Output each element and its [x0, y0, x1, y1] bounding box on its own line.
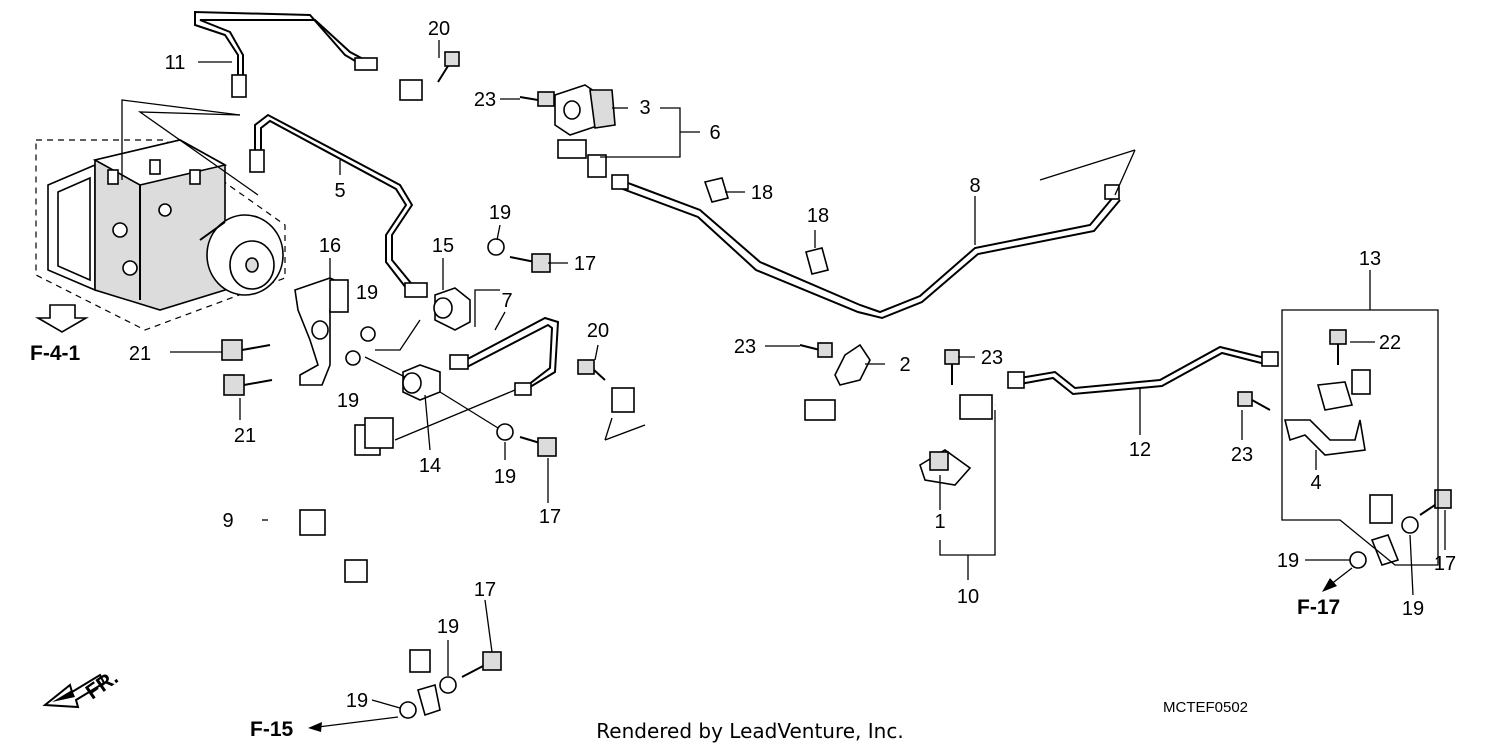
washer-19-h: [1401, 516, 1419, 534]
callout-20-upper: 20: [428, 18, 450, 40]
leader-lines: [121, 40, 1446, 709]
screw-23-right: [944, 349, 960, 385]
clamp-1: [919, 449, 972, 486]
callout-19-top: 19: [489, 202, 511, 224]
callout-5: 5: [334, 180, 345, 202]
callout-2: 2: [899, 354, 910, 376]
screw-23-mid: [799, 342, 833, 358]
bolt-21-lower: [223, 374, 273, 396]
ref-f17-label: F-17: [1297, 596, 1340, 619]
screw-20-mid: [577, 359, 606, 381]
arrow-to-f15: [308, 716, 399, 732]
callout-3: 3: [639, 97, 650, 119]
callout-10: 10: [957, 586, 979, 608]
callout-16: 16: [319, 235, 341, 257]
brake-pipe-12: [1007, 345, 1279, 396]
bolt-17-right: [1419, 489, 1452, 516]
joint-15: [433, 287, 471, 331]
washer-19-g: [1349, 551, 1367, 569]
callout-23-upper: 23: [474, 89, 496, 111]
brake-pipe-8: [611, 149, 1136, 320]
clamp-top-of-hose-9: [364, 417, 394, 449]
callout-17-right: 17: [1434, 553, 1456, 575]
washer-19-d: [496, 423, 514, 441]
washer-19-c: [487, 238, 505, 256]
ref-arrow-f41: [35, 304, 89, 333]
callout-1: 1: [934, 511, 945, 533]
callout-13: 13: [1359, 248, 1381, 270]
bolt-17-upper: [509, 253, 551, 273]
abs-modulator-unit: [35, 139, 286, 331]
callout-15: 15: [432, 235, 454, 257]
callout-7: 7: [501, 290, 512, 312]
callout-22: 22: [1379, 332, 1401, 354]
brake-pipe-5: [249, 113, 428, 298]
bolt-17-lower: [461, 651, 502, 678]
callout-18-lower: 18: [807, 205, 829, 227]
bolt-22: [1329, 329, 1347, 365]
callout-19-left-upper: 19: [356, 282, 378, 304]
callout-19-mid: 19: [494, 466, 516, 488]
drawing-code: MCTEF0502: [1163, 699, 1248, 716]
washer-19-f: [399, 701, 417, 719]
callout-11: 11: [165, 52, 186, 74]
brake-hose-9: [264, 424, 441, 717]
bracket-4: [1283, 381, 1366, 456]
callout-14: 14: [419, 455, 441, 477]
bracket-16: [294, 277, 349, 386]
callout-labels: 11 5 20 23 3 6 18 18 8 16 15 19 17 19 7 …: [129, 18, 1456, 712]
arrow-to-f17: [1322, 567, 1353, 592]
washer-19-e: [439, 676, 457, 694]
brake-hose-13: [1351, 369, 1421, 566]
callout-12: 12: [1129, 439, 1151, 461]
joint-14: [402, 364, 441, 401]
brake-hose-10: [604, 381, 997, 441]
callout-8: 8: [969, 175, 980, 197]
callout-19-lower-right: 19: [437, 616, 459, 638]
callout-23-mid: 23: [734, 336, 756, 358]
callout-21-upper: 21: [129, 343, 151, 365]
credit-text: Rendered by LeadVenture, Inc.: [596, 719, 903, 743]
grommet-3: [554, 84, 616, 136]
callout-17-lower: 17: [474, 579, 496, 601]
front-marker-label: FR.: [82, 666, 123, 704]
screw-20-upper: [437, 51, 460, 83]
screw-23-far-right: [1237, 391, 1271, 411]
ref-f41-label: F-4-1: [30, 342, 80, 365]
callout-19-lower-left: 19: [346, 690, 368, 712]
clip-18-upper: [703, 177, 730, 203]
callout-21-lower: 21: [234, 425, 256, 447]
callout-19-right-left: 19: [1277, 550, 1299, 572]
callout-19-right: 19: [1402, 598, 1424, 620]
front-arrow-icon: [42, 673, 106, 709]
brake-pipe-7: [449, 316, 560, 396]
brake-hose-6: [399, 79, 608, 185]
brake-pipe-11: [194, 10, 378, 98]
bolt-17-mid: [519, 436, 557, 457]
callout-17-mid: 17: [539, 506, 561, 528]
callout-18-upper: 18: [751, 182, 773, 204]
washer-19-b: [345, 350, 361, 366]
callout-17-upper: 17: [574, 253, 596, 275]
callout-19-left-lower: 19: [337, 390, 359, 412]
callout-23-far-right: 23: [1231, 444, 1253, 466]
washer-19-a: [360, 326, 376, 342]
clip-18-lower: [805, 247, 829, 275]
ref-f15-label: F-15: [250, 718, 294, 741]
callout-4: 4: [1310, 472, 1321, 494]
bolt-21-upper: [221, 339, 271, 361]
callout-9: 9: [222, 510, 233, 532]
callout-23-right: 23: [981, 347, 1003, 369]
screw-23-upper: [519, 91, 555, 107]
callout-20-mid: 20: [587, 320, 609, 342]
clip-2: [834, 343, 871, 386]
callout-6: 6: [709, 122, 720, 144]
